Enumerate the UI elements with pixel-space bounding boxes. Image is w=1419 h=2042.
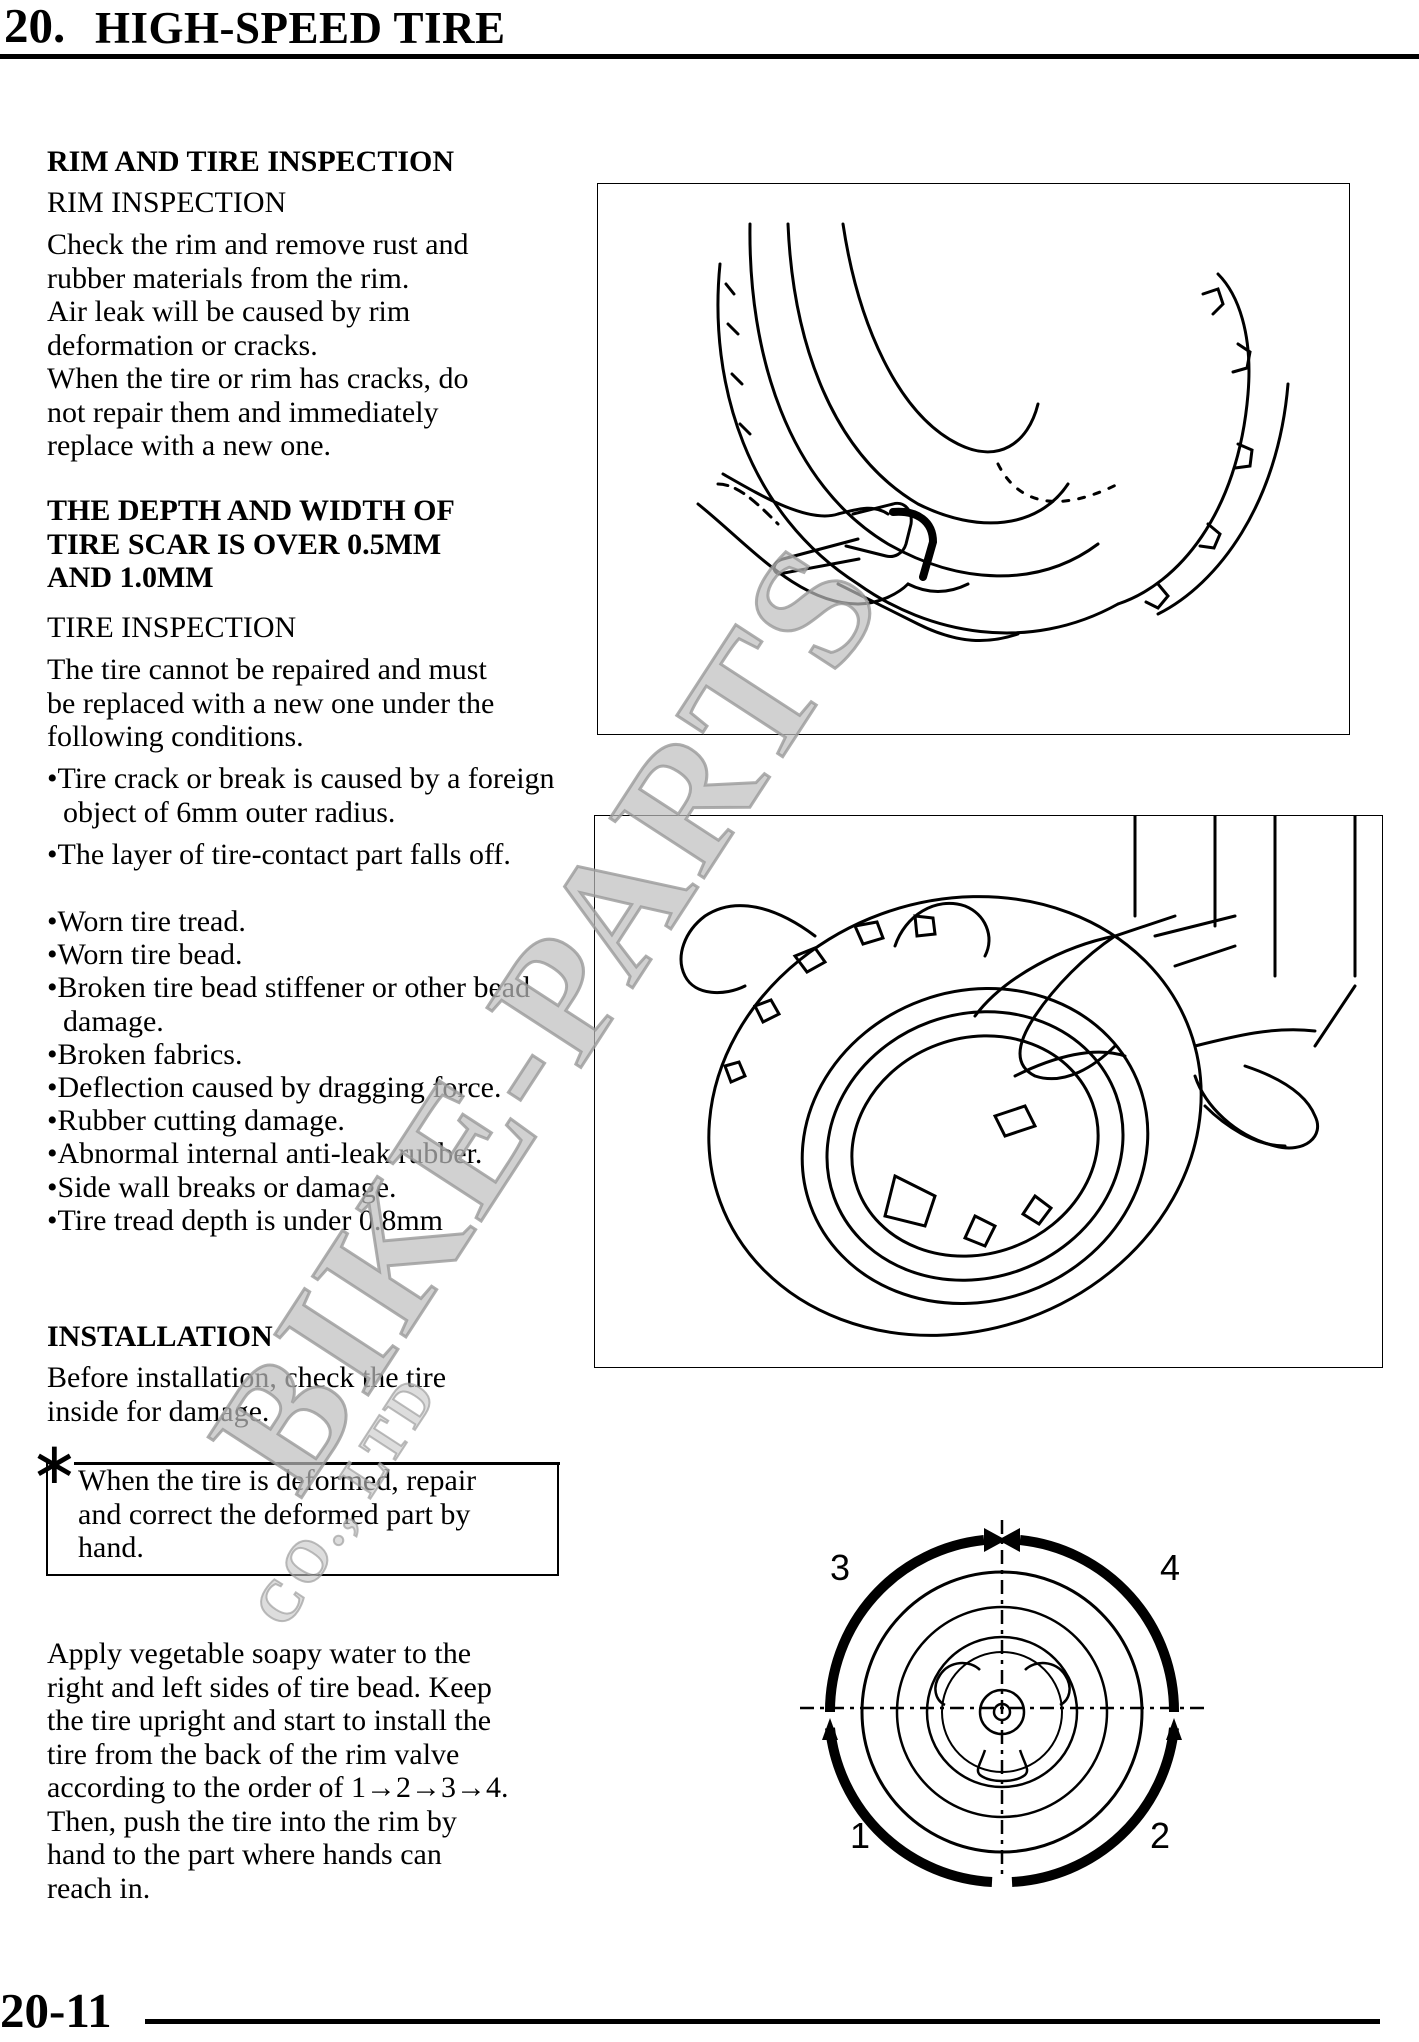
rim-line: not repair them and immediately bbox=[47, 395, 439, 429]
installation-paragraph: Before installation, check the tire insi… bbox=[47, 1361, 567, 1428]
scar-heading-line: THE DEPTH AND WIDTH OF bbox=[47, 494, 455, 527]
bullet-item: •Worn tire tread. bbox=[47, 905, 246, 938]
tire-line: following conditions. bbox=[47, 720, 304, 753]
section-heading-installation: INSTALLATION bbox=[47, 1320, 273, 1353]
note-top-rule bbox=[74, 1462, 560, 1465]
tire-paragraph: The tire cannot be repaired and must be … bbox=[47, 653, 567, 754]
bullet-item: •Deflection caused by dragging force. bbox=[47, 1071, 502, 1104]
apply-paragraph: Apply vegetable soapy water to the right… bbox=[47, 1637, 567, 1905]
scar-heading-line: AND 1.0MM bbox=[47, 561, 214, 594]
asterisk-icon: ∗ bbox=[30, 1429, 79, 1497]
section-heading-rim-tire: RIM AND TIRE INSPECTION bbox=[47, 145, 455, 178]
bullet-item: •Tire tread depth is under 0.8mm bbox=[47, 1204, 444, 1237]
figure-installation-order: 3 4 1 2 bbox=[770, 1500, 1230, 1890]
apply-line: according to the order of 1→2→3→4. bbox=[47, 1771, 509, 1804]
apply-line: Apply vegetable soapy water to the bbox=[47, 1637, 472, 1670]
bullet-item: •Rubber cutting damage. bbox=[47, 1104, 345, 1137]
bullet-item: •Worn tire bead. bbox=[47, 938, 243, 971]
installation-line: inside for damage. bbox=[47, 1394, 270, 1428]
apply-line: hand to the part where hands can bbox=[47, 1838, 442, 1871]
bullet-item: •The layer of tire-contact part falls of… bbox=[47, 838, 511, 871]
footer-rule bbox=[145, 2019, 1380, 2024]
figure-rim-inspection bbox=[597, 183, 1350, 735]
apply-line: Then, push the tire into the rim by bbox=[47, 1804, 457, 1838]
installation-line: Before installation, check the tire bbox=[47, 1361, 447, 1394]
rim-inspection-illustration bbox=[696, 222, 1290, 642]
scar-heading-line: TIRE SCAR IS OVER 0.5MM bbox=[47, 527, 442, 561]
apply-line: right and left sides of tire bead. Keep bbox=[47, 1670, 492, 1704]
note-line: hand. bbox=[78, 1531, 144, 1564]
bullet-item: •Broken tire bead stiffener or other bea… bbox=[47, 971, 531, 1038]
figure-tire-installation bbox=[594, 814, 1383, 1368]
note-line: and correct the deformed part by bbox=[78, 1497, 471, 1531]
rim-line: Check the rim and remove rust and bbox=[47, 228, 469, 261]
diagram-label-2: 2 bbox=[1150, 1815, 1170, 1856]
apply-line: reach in. bbox=[47, 1871, 151, 1905]
page-number: 20-11 bbox=[0, 1983, 112, 2038]
subheading-tire: TIRE INSPECTION bbox=[47, 611, 297, 644]
page-footer: 20-11 bbox=[0, 1985, 1419, 2042]
header-rule bbox=[0, 54, 1419, 59]
apply-line: tire from the back of the rim valve bbox=[47, 1737, 460, 1771]
tire-line: The tire cannot be repaired and must bbox=[47, 653, 487, 686]
rim-line: replace with a new one. bbox=[47, 429, 332, 462]
rim-line: rubber materials from the rim. bbox=[47, 261, 410, 295]
bullet-item: •Broken fabrics. bbox=[47, 1038, 243, 1071]
installation-order-diagram: 3 4 1 2 bbox=[800, 1520, 1210, 1887]
bullet-item: •Tire crack or break is caused by a fore… bbox=[47, 762, 555, 829]
apply-line: the tire upright and start to install th… bbox=[47, 1704, 492, 1737]
bullet-item: •Abnormal internal anti-leak rubber. bbox=[47, 1137, 483, 1170]
scar-heading: THE DEPTH AND WIDTH OF TIRE SCAR IS OVER… bbox=[47, 494, 567, 595]
tire-installation-illustration bbox=[679, 814, 1357, 1337]
diagram-label-3: 3 bbox=[830, 1547, 850, 1588]
bullet-item: •Side wall breaks or damage. bbox=[47, 1171, 397, 1204]
tire-line: be replaced with a new one under the bbox=[47, 686, 495, 720]
subheading-rim: RIM INSPECTION bbox=[47, 186, 287, 219]
rim-paragraph: Check the rim and remove rust and rubber… bbox=[47, 228, 567, 463]
rim-line: deformation or cracks. bbox=[47, 328, 318, 362]
page-title: HIGH-SPEED TIRE bbox=[95, 3, 506, 53]
page-header: 20. HIGH-SPEED TIRE bbox=[0, 0, 1419, 60]
note-box: ∗ When the tire is deformed, repair and … bbox=[30, 1434, 560, 1576]
rim-line: Air leak will be caused by rim bbox=[47, 295, 411, 328]
rim-line: When the tire or rim has cracks, do bbox=[47, 362, 469, 395]
diagram-label-1: 1 bbox=[850, 1815, 870, 1856]
chapter-number: 20. bbox=[4, 0, 66, 53]
note-text: When the tire is deformed, repair and co… bbox=[78, 1464, 548, 1565]
diagram-label-4: 4 bbox=[1160, 1547, 1180, 1588]
note-line: When the tire is deformed, repair bbox=[78, 1464, 477, 1497]
